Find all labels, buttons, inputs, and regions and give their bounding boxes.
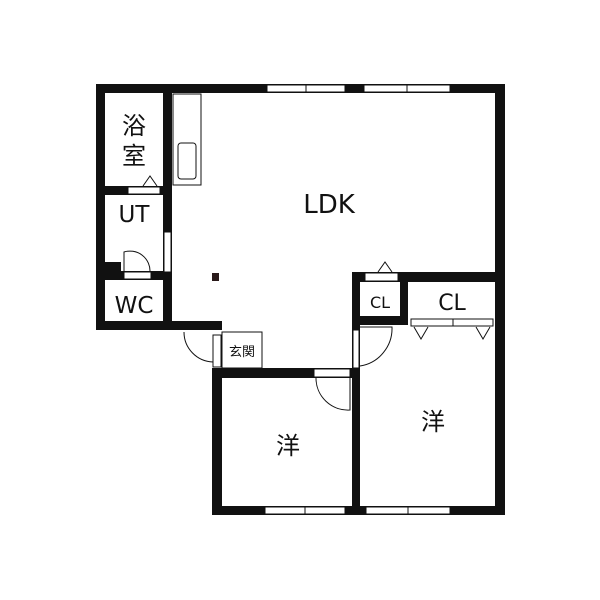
- room-western-1-label: 洋: [276, 432, 300, 460]
- entrance-area: [221, 331, 263, 369]
- window: [365, 506, 409, 515]
- closet-door: [452, 318, 494, 327]
- door-swing: [315, 377, 351, 411]
- triangle-marker: [475, 326, 491, 340]
- wall: [352, 272, 505, 282]
- wall: [212, 368, 352, 378]
- door-swing: [123, 250, 151, 273]
- window: [406, 84, 451, 93]
- window: [407, 506, 451, 515]
- room-closet-small-label: CL: [370, 293, 390, 312]
- opening: [163, 231, 172, 273]
- wall: [400, 282, 408, 318]
- wc-door: [123, 271, 152, 280]
- closet-door: [364, 272, 399, 282]
- wall: [163, 84, 172, 330]
- room-ldk-label: LDK: [303, 190, 356, 220]
- room-entrance-label: 玄関: [229, 345, 255, 360]
- room2-door: [352, 329, 360, 369]
- closet-door: [410, 318, 454, 327]
- sink-icon: [177, 142, 197, 180]
- bath-door: [127, 186, 161, 195]
- wall: [105, 262, 121, 271]
- triangle-marker: [142, 175, 158, 187]
- room-utility-label: UT: [119, 202, 151, 228]
- kitchen-counter: [172, 93, 202, 186]
- wall: [96, 84, 105, 330]
- door-swing: [183, 331, 214, 363]
- room-toilet-label: WC: [115, 293, 154, 319]
- wall: [96, 321, 222, 330]
- triangle-marker: [377, 261, 393, 273]
- window: [304, 506, 346, 515]
- windows: [123, 84, 494, 515]
- window: [266, 84, 307, 93]
- wall: [352, 316, 408, 325]
- wall: [495, 84, 505, 515]
- door-swing: [359, 326, 393, 367]
- window: [264, 506, 306, 515]
- triangle-marker: [413, 326, 429, 340]
- room1-door: [313, 368, 351, 378]
- window: [305, 84, 346, 93]
- entrance-door: [212, 334, 222, 368]
- wall: [352, 272, 360, 515]
- fixtures: [123, 93, 491, 411]
- pillar-marker: [212, 273, 219, 281]
- room-bath-label-1: 浴室: [122, 112, 146, 170]
- wall: [212, 368, 222, 515]
- window: [363, 84, 408, 93]
- room-closet-large-label: CL: [438, 291, 466, 316]
- room-western-2-label: 洋: [421, 408, 445, 436]
